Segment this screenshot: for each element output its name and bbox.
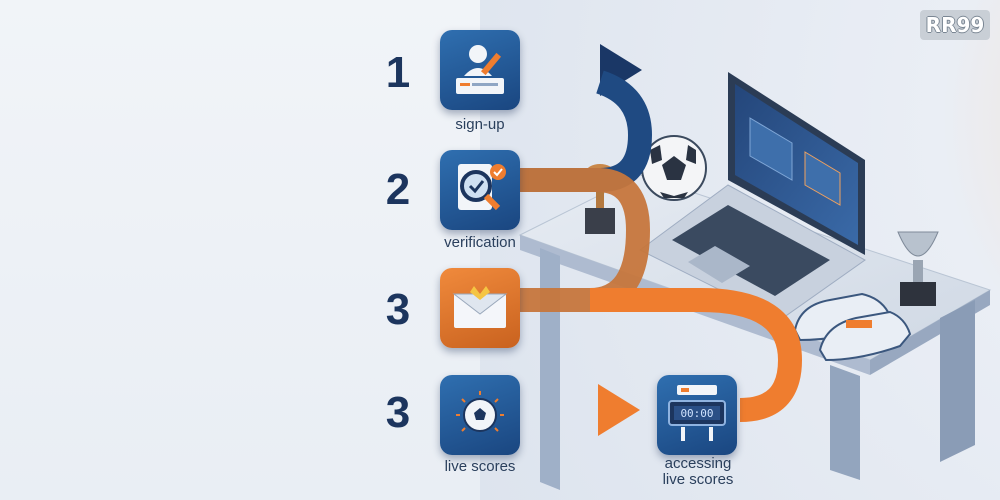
step-number-1: 1 — [385, 48, 411, 97]
svg-text:00:00: 00:00 — [680, 407, 713, 420]
step-number-2: 2 — [385, 165, 411, 214]
accessing-live-scores-label: accessing live scores — [638, 456, 758, 488]
magnifier-check-icon — [458, 164, 506, 211]
verification-tile[interactable] — [440, 150, 520, 230]
flow-arrows — [520, 44, 803, 436]
sign-up-tile[interactable] — [440, 30, 520, 110]
step-number-3: 3 — [385, 285, 411, 334]
live-scores-tile[interactable] — [440, 375, 520, 455]
live-scores-label: live scores — [444, 458, 516, 475]
user-form-icon — [456, 45, 504, 94]
brand-logo[interactable]: RR99 — [920, 10, 990, 40]
sign-up-label: sign-up — [455, 116, 505, 133]
soccer-ball — [641, 135, 707, 201]
laptop — [639, 72, 866, 321]
scoreboard-icon: 00:00 — [668, 385, 726, 441]
verification-label: verification — [444, 234, 516, 251]
left-background — [0, 0, 480, 500]
step-number-4: 3 — [385, 388, 411, 437]
email-icon — [452, 286, 508, 328]
final-label-line2: live scores — [662, 471, 734, 488]
final-label-line1: accessing — [664, 455, 732, 472]
soccer-ball-icon — [456, 391, 504, 432]
sneakers — [793, 292, 912, 362]
trophy-large — [897, 231, 939, 306]
accessing-live-scores-tile[interactable]: 00:00 — [657, 375, 737, 455]
email-tile[interactable] — [440, 268, 520, 348]
